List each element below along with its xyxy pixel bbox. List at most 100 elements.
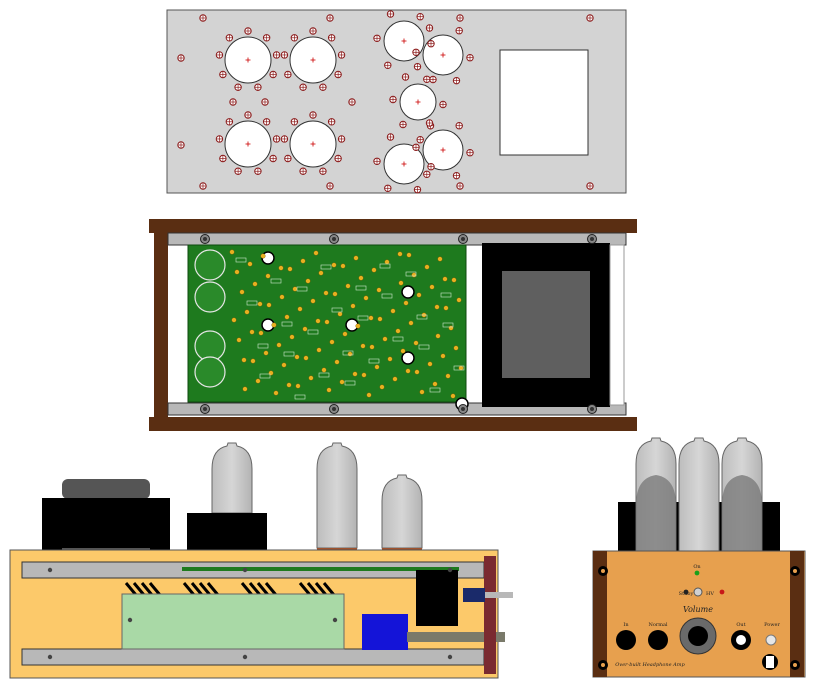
pcb-pad <box>432 381 438 387</box>
rail-screw-center <box>461 407 465 411</box>
pcb-resistor <box>296 286 308 292</box>
pcb-pad <box>345 283 351 289</box>
pcb-pad <box>405 368 411 374</box>
led-standby <box>683 589 689 595</box>
side-tube-2 <box>316 442 358 549</box>
side-screw <box>47 567 53 573</box>
heatsink-fin <box>198 582 212 596</box>
pcb-pad <box>434 304 440 310</box>
pcb-resistor <box>355 285 367 291</box>
pcb-resistor <box>357 315 369 321</box>
pcb-pad <box>451 277 457 283</box>
pcb-pad <box>250 358 256 364</box>
side-screw <box>332 617 338 623</box>
pcb-resistor <box>246 300 258 306</box>
front-controls <box>598 566 800 670</box>
pcb-pad <box>281 362 287 368</box>
front-tube-center <box>678 437 720 553</box>
pcb-pad <box>332 291 338 297</box>
pcb-pad <box>329 339 335 345</box>
transformer-core <box>502 271 590 378</box>
switch-lever <box>485 592 513 598</box>
pcb-resistor <box>281 321 293 327</box>
pcb-pad <box>308 375 314 381</box>
pcb-resistor <box>307 329 319 335</box>
screw-holes <box>177 10 594 194</box>
label-power: Power <box>764 622 780 628</box>
pcb-pad <box>400 348 406 354</box>
pcb-pad <box>276 342 282 348</box>
rail-screw-center <box>332 237 336 241</box>
tube-socket-holes <box>224 20 464 185</box>
pcb-pad <box>297 306 303 312</box>
rail-screw-center <box>590 407 594 411</box>
pcb-pad <box>286 382 292 388</box>
pcb-pad <box>419 389 425 395</box>
side-screws <box>47 567 453 660</box>
pcb-pad <box>448 325 454 331</box>
pcb-pad <box>395 328 401 334</box>
pcb-pad <box>398 280 404 286</box>
pcb-pad <box>429 284 435 290</box>
pcb-pad <box>382 336 388 342</box>
pcb-pad <box>403 300 409 306</box>
pcb-pad <box>442 276 448 282</box>
side-screw <box>47 654 53 660</box>
heatsink-fin <box>256 582 270 596</box>
pcb-resistor <box>416 314 428 320</box>
side-tubes <box>211 442 423 554</box>
heatsink-fin <box>124 582 138 596</box>
volume-knob-center <box>688 626 708 646</box>
side-screw <box>127 617 133 623</box>
heatsink-fin <box>314 582 328 596</box>
pcb-pad <box>284 314 290 320</box>
pcb-resistor <box>429 387 441 393</box>
pcb-pad <box>334 359 340 365</box>
pcb-pad <box>347 351 353 357</box>
switch-standby <box>693 587 703 597</box>
pcb-mount-hole <box>401 351 415 365</box>
tube-inner-left <box>636 475 676 552</box>
pcb-pad <box>437 256 443 262</box>
front-tubes <box>635 437 763 553</box>
heatsink-fin <box>264 582 278 596</box>
pcb-pad <box>392 376 398 382</box>
pcb-pad <box>443 305 449 311</box>
front-panel-edge <box>484 556 496 674</box>
transformer-bell-top <box>62 479 150 499</box>
pcb-resistor <box>257 343 269 349</box>
pcb-pad <box>458 365 464 371</box>
pcb-pad <box>247 261 253 267</box>
pcb-resistor <box>440 292 452 298</box>
heatsink-fin <box>148 582 162 596</box>
rail-screw-center <box>461 237 465 241</box>
power-transformer-side <box>42 498 170 550</box>
side-screw <box>242 654 248 660</box>
pcb-pad <box>358 275 364 281</box>
rail-screws <box>200 234 597 414</box>
heatsink-fin <box>132 582 146 596</box>
front-screw-center <box>601 569 605 573</box>
pcb-resistor <box>368 358 380 364</box>
label-output: Out <box>736 622 745 628</box>
heatsink-fin <box>298 582 312 596</box>
front-screw-center <box>601 663 605 667</box>
label-standby: Stdby <box>679 591 694 597</box>
pcb-resistor <box>283 351 295 357</box>
pcb-mount-hole <box>401 285 415 299</box>
top-panel-drilling-view <box>166 9 627 194</box>
heatsink-fin <box>240 582 254 596</box>
pcb-pad <box>241 357 247 363</box>
pcb-pad <box>316 347 322 353</box>
pcb-pad <box>263 350 269 356</box>
pcb-pad <box>313 250 319 256</box>
pcb-pad <box>342 331 348 337</box>
pcb-resistor <box>320 264 332 270</box>
pcb-pad <box>416 292 422 298</box>
pcb-pad <box>257 301 263 307</box>
label-on: On <box>693 564 701 570</box>
pcb-pad <box>379 384 385 390</box>
label-volume: Volume <box>683 605 713 614</box>
pcb-pad <box>353 255 359 261</box>
